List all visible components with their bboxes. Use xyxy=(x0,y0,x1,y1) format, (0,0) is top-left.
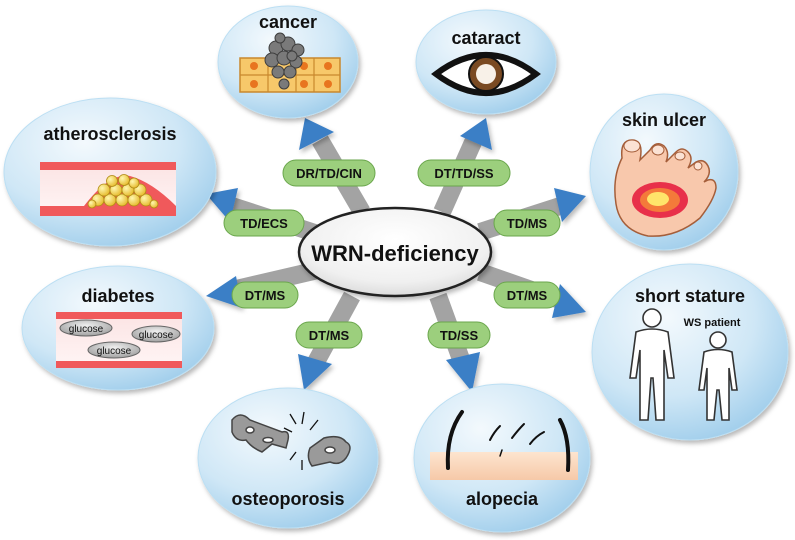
label-short-stature: short stature xyxy=(635,286,745,306)
tag-short-stature xyxy=(493,281,561,309)
broken-bone-illustration xyxy=(231,411,351,470)
glucose-label-1: glucose xyxy=(69,324,104,335)
tag-label-diabetes: DT/MS xyxy=(245,288,286,303)
normal-person-icon xyxy=(629,308,675,421)
tag-diabetes xyxy=(231,281,299,309)
ws-patient-label: WS patient xyxy=(684,317,741,329)
tag-label-short-stature: DT/MS xyxy=(507,288,548,303)
tag-alopecia xyxy=(427,321,491,349)
scalp-hair-illustration xyxy=(430,410,578,480)
label-cataract: cataract xyxy=(451,28,520,48)
labels: WRN-deficiency cancer cataract skin ulce… xyxy=(43,12,745,509)
label-skin-ulcer: skin ulcer xyxy=(622,110,706,130)
glucose-label-3: glucose xyxy=(97,346,132,357)
center-label: WRN-deficiency xyxy=(311,241,479,266)
label-diabetes: diabetes xyxy=(81,286,154,306)
label-atherosclerosis: atherosclerosis xyxy=(43,124,176,144)
human-figures-illustration xyxy=(629,308,738,421)
cancer-cells-illustration xyxy=(239,32,341,93)
tag-osteoporosis xyxy=(295,321,363,349)
tag-label-skin-ulcer: TD/MS xyxy=(507,216,548,231)
label-alopecia: alopecia xyxy=(466,489,539,509)
tag-label-alopecia: TD/SS xyxy=(440,328,479,343)
ws-patient-icon xyxy=(698,331,738,421)
tag-skin-ulcer xyxy=(493,209,561,237)
tag-label-atherosclerosis: TD/ECS xyxy=(240,216,288,231)
center-node xyxy=(297,206,493,298)
artery-plaque-illustration xyxy=(40,162,176,216)
tag-label-cataract: DT/TD/SS xyxy=(434,166,494,181)
tag-cancer xyxy=(282,159,376,187)
tag-label-osteoporosis: DT/MS xyxy=(309,328,350,343)
eye-icon xyxy=(431,52,541,96)
label-osteoporosis: osteoporosis xyxy=(231,489,344,509)
tag-atherosclerosis xyxy=(223,209,305,237)
foot-ulcer-illustration xyxy=(614,139,717,237)
label-cancer: cancer xyxy=(259,12,317,32)
glucose-label-2: glucose xyxy=(139,330,174,341)
blood-vessel-glucose-illustration xyxy=(56,312,182,368)
mechanism-tags xyxy=(223,159,561,349)
tag-label-cancer: DR/TD/CIN xyxy=(296,166,362,181)
tag-cataract xyxy=(417,159,511,187)
